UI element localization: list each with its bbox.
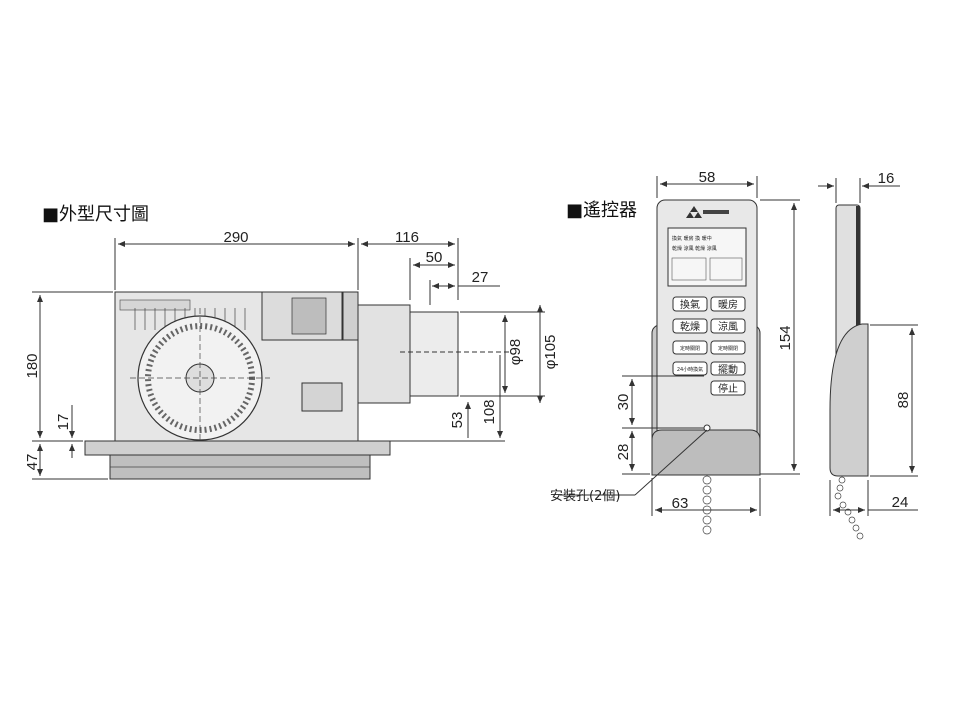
dim-116: 116 — [395, 229, 419, 246]
dim-16: 16 — [878, 170, 895, 187]
button-cool-breeze[interactable]: 涼風 — [718, 320, 738, 333]
button-timer-off-2[interactable]: 定時關閉 — [718, 345, 738, 352]
dim-dia-105: φ105 — [542, 335, 559, 370]
dim-154: 154 — [777, 325, 794, 350]
fan-right-dimensions: φ98 φ105 53 108 — [360, 305, 559, 442]
mounting-hole-note: 安裝孔(2個) — [550, 489, 620, 504]
dim-24: 24 — [892, 494, 909, 511]
display-row-2: 乾燥 涼風 乾燥 涼風 — [672, 245, 717, 252]
button-timer-off-1[interactable]: 定時關閉 — [680, 345, 700, 352]
fan-unit-body — [84, 291, 459, 480]
dim-27: 27 — [472, 269, 489, 286]
dim-290: 290 — [223, 229, 248, 246]
dim-63: 63 — [672, 495, 689, 512]
button-stop[interactable]: 停止 — [718, 382, 738, 395]
button-dry[interactable]: 乾燥 — [680, 320, 700, 333]
fan-left-dimensions: 180 17 47 — [24, 291, 113, 480]
remote-side-view: 16 88 24 — [818, 170, 918, 540]
button-heating[interactable]: 暖房 — [718, 298, 738, 311]
button-swing[interactable]: 擺動 — [718, 363, 738, 376]
dim-dia-98: φ98 — [507, 339, 524, 365]
remote-dimensions: 58 154 63 30 28 安裝孔(2個) — [550, 169, 800, 516]
fan-top-dimensions: 290 116 50 27 — [114, 229, 500, 305]
button-ventilation[interactable]: 換氣 — [680, 298, 700, 311]
dim-30: 30 — [615, 394, 632, 411]
dim-28: 28 — [615, 444, 632, 461]
dim-53: 53 — [449, 412, 466, 429]
dim-50: 50 — [426, 249, 443, 266]
remote-section-title: ■遙控器 — [566, 200, 637, 221]
dim-88: 88 — [895, 392, 912, 409]
dim-47: 47 — [24, 454, 41, 471]
remote-button-grid: 換氣 暖房 乾燥 涼風 定時關閉 定時關閉 24小時換氣 擺動 停止 — [672, 296, 746, 396]
dim-17: 17 — [55, 414, 72, 431]
fan-section-title: ■外型尺寸圖 — [42, 204, 149, 225]
dim-108: 108 — [481, 399, 498, 424]
display-row-1: 換氣 暖房 換 暖中 — [672, 235, 712, 242]
dim-180: 180 — [24, 353, 41, 378]
dim-58: 58 — [699, 169, 716, 186]
button-24h-ventilation[interactable]: 24小時換氣 — [677, 366, 703, 373]
remote-front-view: 換氣 暖房 換 暖中 乾燥 涼風 乾燥 涼風 換氣 暖房 乾燥 涼風 定時關閉 … — [651, 199, 761, 535]
remote-chain — [702, 475, 712, 535]
